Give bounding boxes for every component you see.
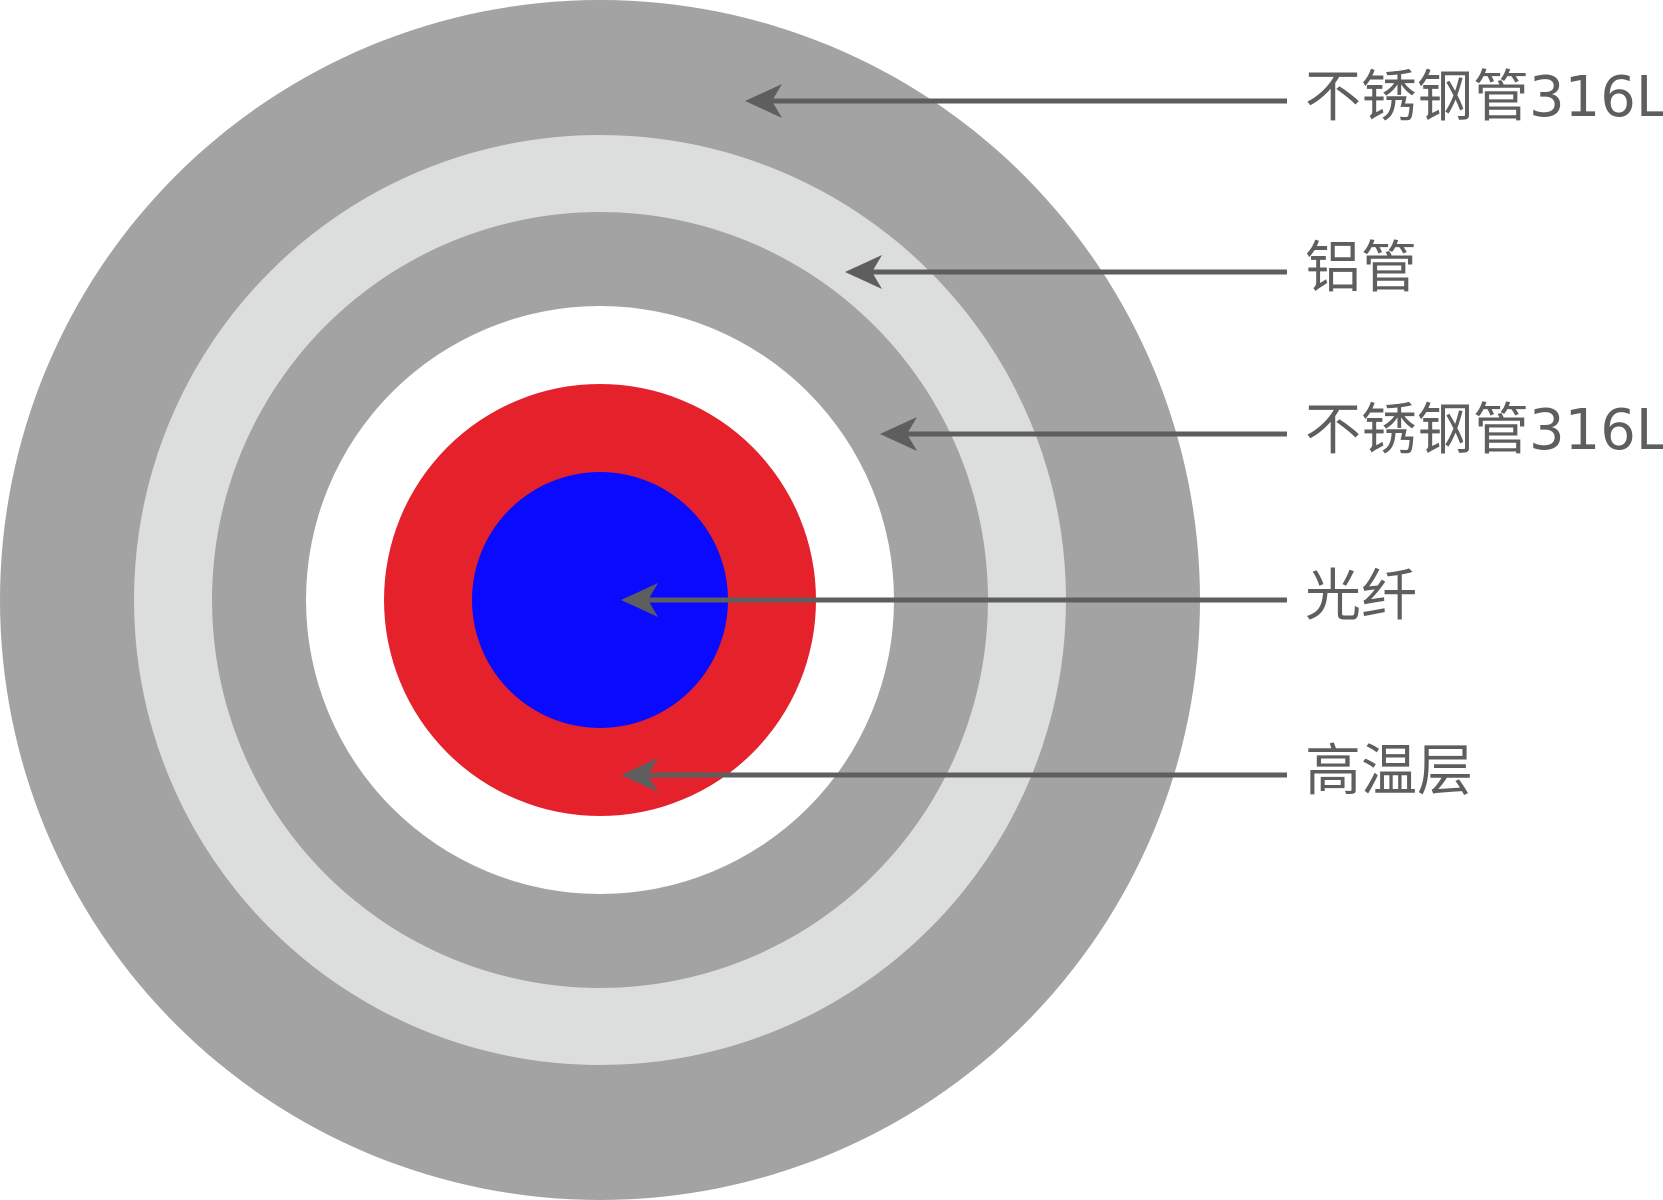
callout-label: 不锈钢管316L [1305,65,1663,130]
fiber-core [472,472,728,728]
callout-label: 光纤 [1305,564,1417,629]
callout-aluminum: 铝管 [845,236,1417,301]
callout-label: 高温层 [1305,739,1473,804]
arrow-left-icon [621,758,658,792]
arrow-left-icon [621,583,658,617]
arrow-left-icon [845,255,882,289]
callout-fiber: 光纤 [621,564,1417,629]
arrow-left-icon [880,417,917,451]
callout-label: 铝管 [1305,236,1417,301]
arrow-left-icon [745,84,782,118]
callout-outer-stainless: 不锈钢管316L [745,65,1663,130]
callout-label: 不锈钢管316L [1305,398,1663,463]
callout-inner-stainless: 不锈钢管316L [880,398,1663,463]
callout-high-temp: 高温层 [621,739,1473,804]
